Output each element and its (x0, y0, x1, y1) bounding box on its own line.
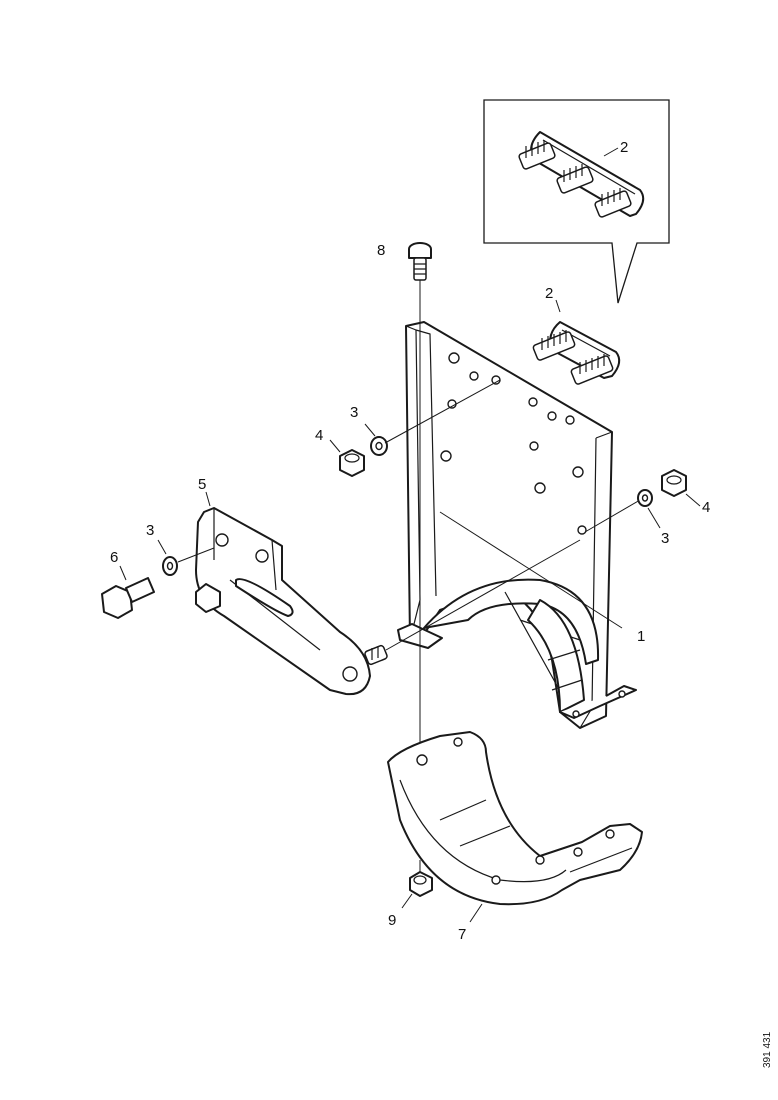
callout-2-inset: 2 (620, 139, 628, 156)
saddle-clamp-part-7 (387, 731, 643, 906)
callout-9: 9 (388, 912, 396, 929)
inset-stud-plate (518, 131, 645, 218)
nut-part-4-right (661, 469, 687, 497)
washer-part-3-upper (370, 436, 388, 456)
callout-3-right: 3 (661, 530, 669, 547)
washer-part-3-left (162, 556, 178, 576)
nut-part-4-left (339, 449, 365, 477)
callout-4-left: 4 (315, 427, 323, 444)
callout-8: 8 (377, 242, 385, 259)
callout-6: 6 (110, 549, 118, 566)
inset-detail: 2 (483, 99, 670, 304)
callout-5: 5 (198, 476, 206, 493)
callout-3-upper: 3 (350, 404, 358, 421)
callout-7: 7 (458, 926, 466, 943)
bolt-part-8 (408, 242, 432, 760)
reference-number: 391 431 (762, 1031, 773, 1068)
stud-on-part-5 (364, 644, 388, 666)
main-bracket-part-1 (397, 321, 637, 729)
bolt-part-6 (101, 577, 155, 619)
nut-part-9 (409, 871, 433, 897)
callout-4-right: 4 (702, 499, 710, 516)
callout-1: 1 (637, 628, 645, 645)
callout-3-left: 3 (146, 522, 154, 539)
stud-plate-part-2 (532, 321, 621, 385)
side-bracket-part-5 (195, 507, 371, 696)
washer-part-3-right (637, 489, 653, 507)
callout-2: 2 (545, 285, 553, 302)
